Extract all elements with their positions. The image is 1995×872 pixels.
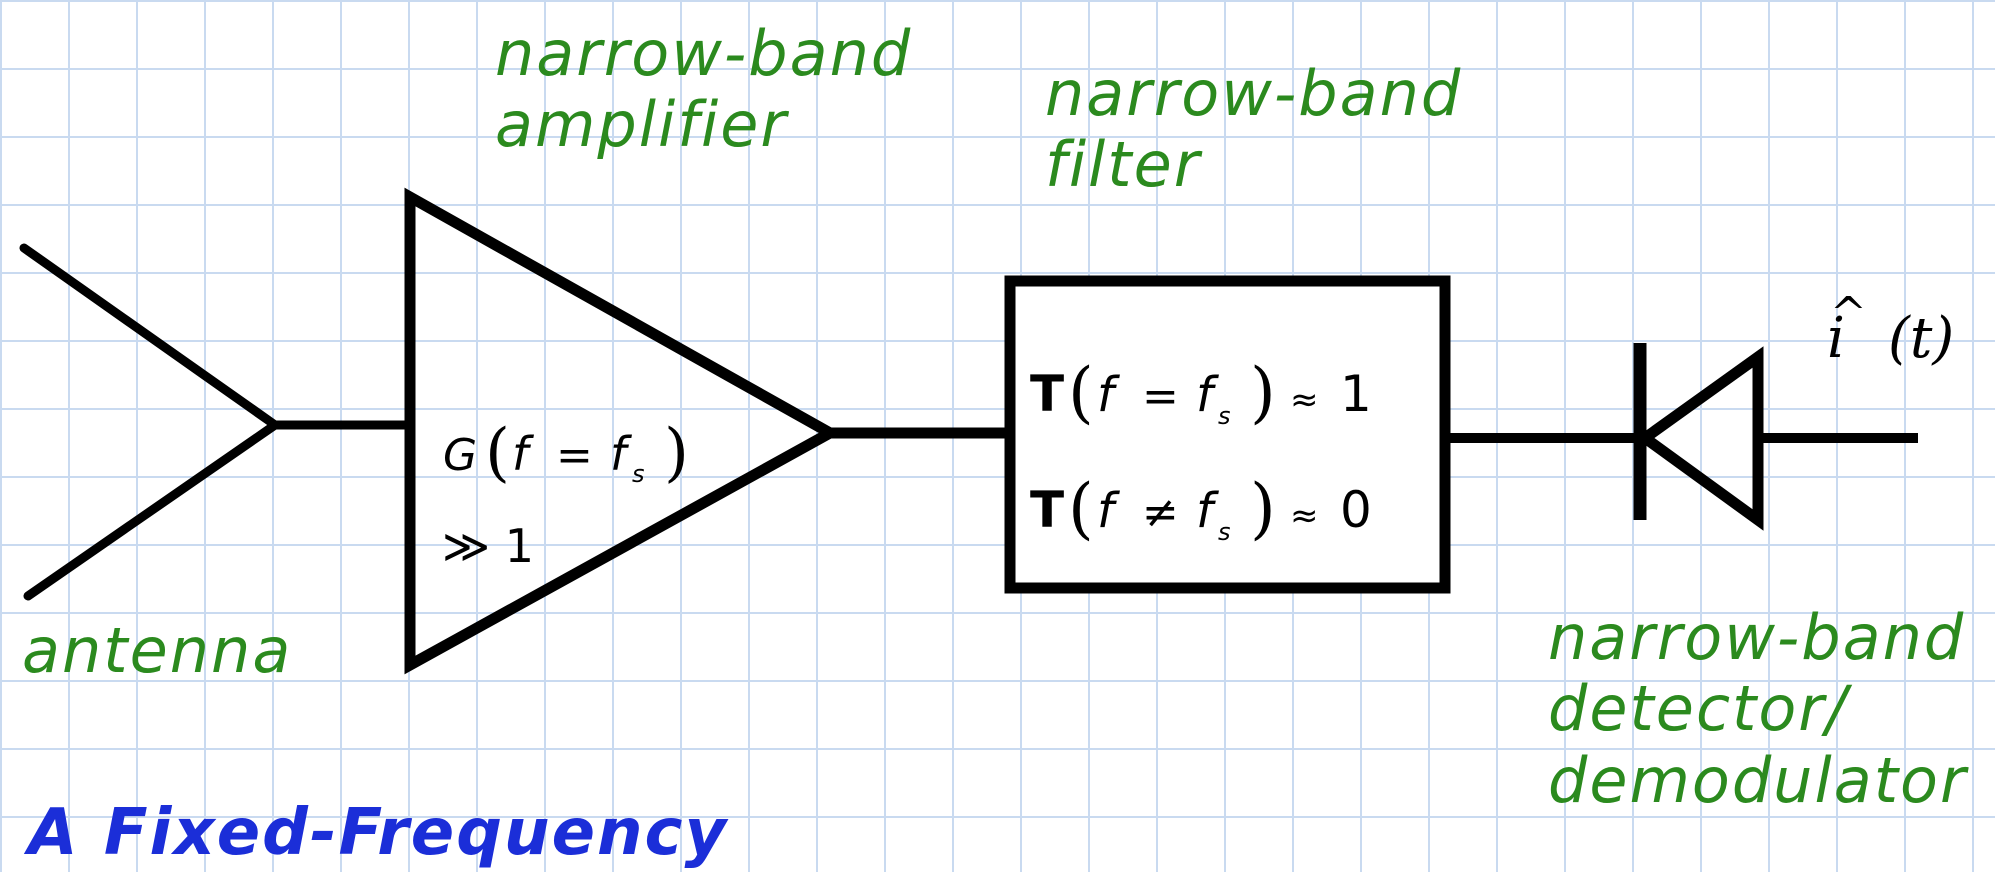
output-i: i <box>1827 306 1845 371</box>
filter-stop-op: ≠ <box>1142 487 1179 538</box>
gain-symbol: G <box>443 430 477 481</box>
filter-stop-T: T <box>1030 481 1064 539</box>
filter-pass-close: ) <box>1250 354 1276 431</box>
antenna-label: antenna <box>22 614 293 687</box>
detector-label-line2: detector/ <box>1548 672 1849 746</box>
detector-label: narrow-band detector/ demodulator <box>1548 602 1967 816</box>
filter-pass-T: T <box>1030 365 1064 423</box>
filter-pass-value: 1 <box>1340 365 1372 423</box>
amplifier-label: narrow-band amplifier <box>495 18 912 161</box>
gain-f: f <box>512 427 534 481</box>
amplifier-triangle <box>404 187 842 675</box>
filter-stop-fs-sub: s <box>1218 518 1231 546</box>
gain-open-paren: ( <box>485 416 510 490</box>
amplifier-label-line1: narrow-band <box>495 17 913 90</box>
filter-pass-approx: ≈ <box>1290 380 1319 420</box>
detector-label-line3: demodulator <box>1548 743 1968 817</box>
output-signal-label: ^ i (t) <box>1827 288 1954 371</box>
output-arg: (t) <box>1888 306 1954 371</box>
gain-fs-sub: s <box>632 460 645 488</box>
antenna-symbol <box>19 243 280 601</box>
filter-stop-close: ) <box>1250 470 1276 547</box>
diagram-title: A Fixed-Frequency <box>28 796 729 870</box>
filter-pass-fs-sub: s <box>1218 402 1231 430</box>
filter-label: narrow-band filter <box>1045 58 1462 201</box>
gain-fs: f <box>610 427 632 481</box>
filter-stop-value: 0 <box>1340 481 1372 539</box>
gain-equals: = <box>556 430 593 481</box>
filter-stop-approx: ≈ <box>1290 496 1319 536</box>
output-hat: ^ <box>1830 288 1867 339</box>
amplifier-label-line2: amplifier <box>495 88 788 162</box>
diode-triangle <box>1635 346 1764 531</box>
filter-pass-op: = <box>1142 371 1179 422</box>
gain-close-paren: ) <box>664 416 689 490</box>
amplifier-gain-equation: G ( f = f s ) ≫ 1 <box>442 416 689 573</box>
filter-label-line2: filter <box>1045 128 1202 202</box>
filter-label-line1: narrow-band <box>1045 57 1463 130</box>
filter-stop-open: ( <box>1068 470 1094 547</box>
detector-label-line1: narrow-band <box>1548 601 1966 674</box>
filter-pass-open: ( <box>1068 354 1094 431</box>
gain-much-greater: ≫ 1 <box>442 519 534 573</box>
